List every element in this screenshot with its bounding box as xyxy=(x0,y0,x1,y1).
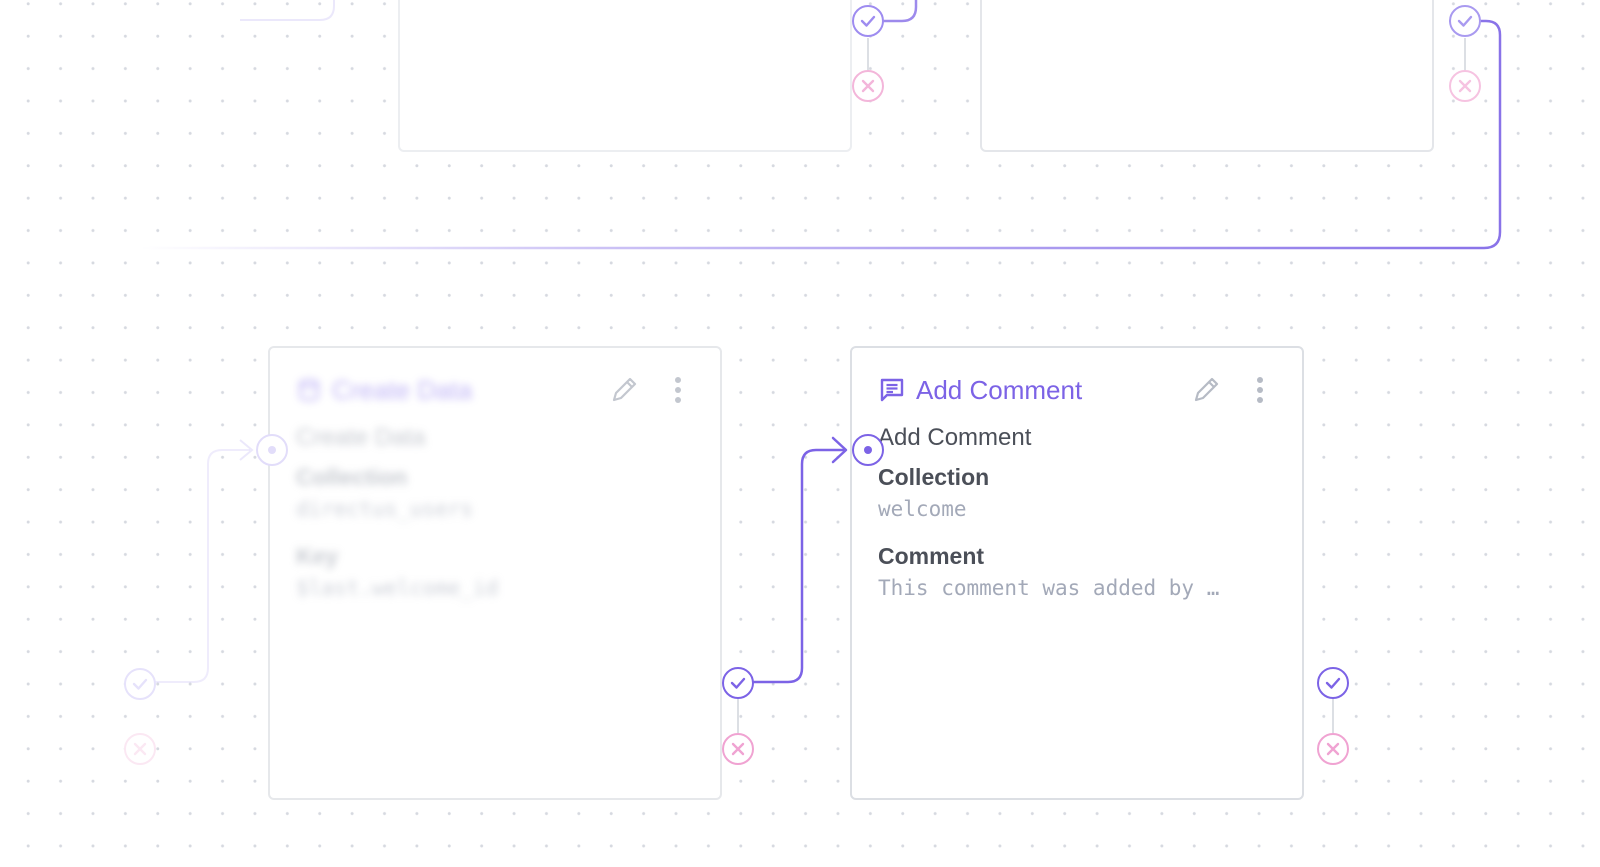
node-title: Create Data xyxy=(332,374,473,405)
success-port[interactable] xyxy=(852,5,884,37)
node-title-group: Create Data xyxy=(296,375,472,406)
success-port[interactable] xyxy=(722,667,754,699)
success-port[interactable] xyxy=(124,668,156,700)
close-icon xyxy=(133,742,147,756)
field-label: Key xyxy=(296,543,339,569)
comment-icon xyxy=(880,378,904,402)
field-label-comment: Comment xyxy=(878,543,985,569)
node-title: Add Comment xyxy=(916,374,1083,405)
database-icon xyxy=(299,379,319,401)
connection-line xyxy=(240,0,335,21)
success-port[interactable] xyxy=(1449,5,1481,37)
edit-button[interactable] xyxy=(606,372,642,408)
field-value-collection: welcome xyxy=(878,497,967,521)
check-icon xyxy=(1325,677,1341,689)
operation-name: Create Data xyxy=(296,424,426,451)
field-label: Collection xyxy=(296,464,408,490)
arrow-icon xyxy=(831,436,848,464)
failure-port[interactable] xyxy=(1317,733,1349,765)
operation-node[interactable] xyxy=(398,0,852,152)
connection-line xyxy=(154,449,250,683)
check-icon xyxy=(730,677,746,689)
check-icon xyxy=(860,15,876,27)
check-icon xyxy=(132,678,148,690)
field-value: directus_users xyxy=(296,497,474,521)
close-icon xyxy=(1458,79,1472,93)
more-vertical-icon xyxy=(675,377,681,403)
close-icon xyxy=(731,742,745,756)
close-icon xyxy=(861,79,875,93)
close-icon xyxy=(1326,742,1340,756)
success-port[interactable] xyxy=(1317,667,1349,699)
input-port[interactable] xyxy=(852,434,884,466)
operation-node-previous[interactable]: Create Data Create Data Collection direc… xyxy=(268,346,722,800)
failure-port[interactable] xyxy=(124,733,156,765)
more-options-button[interactable] xyxy=(1242,372,1278,408)
field-label-collection: Collection xyxy=(878,464,990,490)
pencil-icon xyxy=(1194,377,1219,402)
pencil-icon xyxy=(612,377,637,402)
field-value-comment: This comment was added by … xyxy=(878,576,1220,600)
connection-line xyxy=(736,448,846,684)
operation-name: Add Comment xyxy=(878,424,1032,451)
field-value: $last.welcome_id xyxy=(296,576,499,600)
edit-button[interactable] xyxy=(1188,372,1224,408)
failure-port[interactable] xyxy=(722,733,754,765)
failure-port[interactable] xyxy=(1449,70,1481,102)
failure-port[interactable] xyxy=(852,70,884,102)
operation-node[interactable] xyxy=(980,0,1434,152)
dot-icon xyxy=(864,446,872,454)
input-port[interactable] xyxy=(256,434,288,466)
more-options-button[interactable] xyxy=(660,372,696,408)
dot-icon xyxy=(268,446,276,454)
arrow-icon xyxy=(239,439,254,461)
more-vertical-icon xyxy=(1257,377,1263,403)
operation-node-add-comment[interactable]: Add Comment Add Comment Collection welco… xyxy=(850,346,1304,800)
check-icon xyxy=(1457,15,1473,27)
